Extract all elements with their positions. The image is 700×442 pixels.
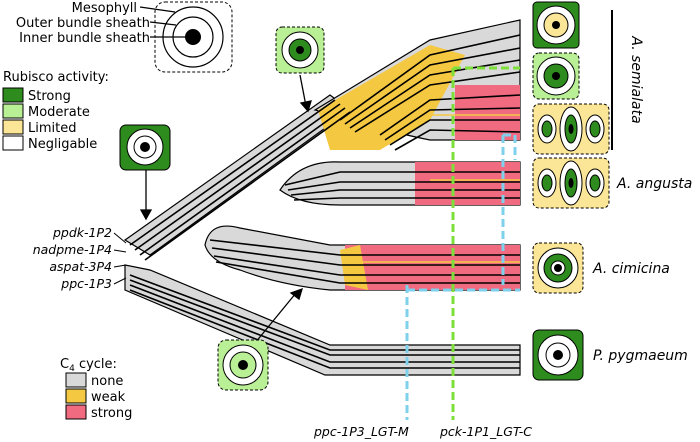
c4-label-strong: strong <box>91 406 132 421</box>
c4-swatch-none <box>65 372 87 388</box>
anatomy-icon-root <box>119 124 171 171</box>
tree-branch-semialata-strong <box>455 85 520 140</box>
tree-branch-cimicina-color <box>345 245 520 290</box>
rubisco-swatch-negligable <box>2 135 24 151</box>
anatomy-icon-pygmaeum-branch <box>217 339 269 391</box>
gene-label-nadpme: nadpme-1P4 <box>33 242 112 257</box>
species-label-semialata: A. semialata <box>628 35 644 123</box>
lgt-label-ppc: ppc-1P3_LGT-M <box>313 424 409 439</box>
rubisco-label-strong: Strong <box>28 89 71 104</box>
tissue-legend-icon <box>154 1 233 73</box>
anatomy-icon-upper-node <box>275 26 325 74</box>
anatomy-icon-cimicina <box>532 242 584 294</box>
anatomy-icon-semialata-2 <box>532 52 580 100</box>
tree-branch-cimicina-weak <box>340 245 368 290</box>
tree-branch-pygmaeum <box>124 264 521 376</box>
species-label-pygmaeum: P. pygmaeum <box>593 348 688 364</box>
lgt-label-pck: pck-1P1_LGT-C <box>439 424 532 439</box>
rubisco-label-limited: Limited <box>28 121 76 136</box>
lgt-pck-line <box>451 66 520 420</box>
anatomy-icon-pygmaeum <box>532 329 584 381</box>
rubisco-swatch-strong <box>2 87 24 103</box>
c4-label-weak: weak <box>91 390 126 405</box>
species-label-angusta: A. angusta <box>616 176 692 192</box>
tissue-legend-labels: Mesophyll Outer bundle sheath Inner bund… <box>16 1 150 46</box>
rubisco-label-negligable: Negligable <box>28 137 97 152</box>
gene-label-aspat: aspat-3P4 <box>49 259 112 274</box>
gene-labels: ppdk-1P2 nadpme-1P4 aspat-3P4 ppc-1P3 <box>33 225 112 291</box>
tissue-legend-pointers <box>139 6 185 38</box>
lgt-lines <box>405 66 520 420</box>
c4-legend-title: C4 cycle: <box>60 357 117 374</box>
anatomy-icon-semialata-3 <box>532 103 610 155</box>
c4-label-none: none <box>91 374 123 389</box>
phylogeny-tree <box>123 19 521 376</box>
rubisco-swatch-moderate <box>2 103 24 119</box>
gene-label-ppdk: ppdk-1P2 <box>52 225 112 240</box>
tree-branch-semialata-weak <box>318 45 465 150</box>
inner-bundle-sheath-label: Inner bundle sheath <box>19 31 150 46</box>
rubisco-legend-title: Rubisco activity: <box>3 70 109 85</box>
species-label-cimicina: A. cimicina <box>592 261 670 277</box>
rubisco-label-moderate: Moderate <box>28 105 90 120</box>
gene-label-ppc: ppc-1P3 <box>60 276 112 291</box>
lgt-ppc-line <box>405 133 520 420</box>
rubisco-legend: Rubisco activity: Strong Moderate Limite… <box>2 70 109 152</box>
c4-swatch-strong <box>65 404 87 420</box>
anatomy-icon-semialata-1 <box>532 1 580 49</box>
c4-swatch-weak <box>65 388 87 404</box>
gene-label-pointers <box>113 232 127 285</box>
outer-bundle-sheath-label: Outer bundle sheath <box>16 16 150 31</box>
mesophyll-label: Mesophyll <box>72 1 137 16</box>
c4-legend: C4 cycle: none weak strong <box>60 357 132 421</box>
anatomy-icon-angusta <box>532 157 610 209</box>
rubisco-swatch-limited <box>2 119 24 135</box>
